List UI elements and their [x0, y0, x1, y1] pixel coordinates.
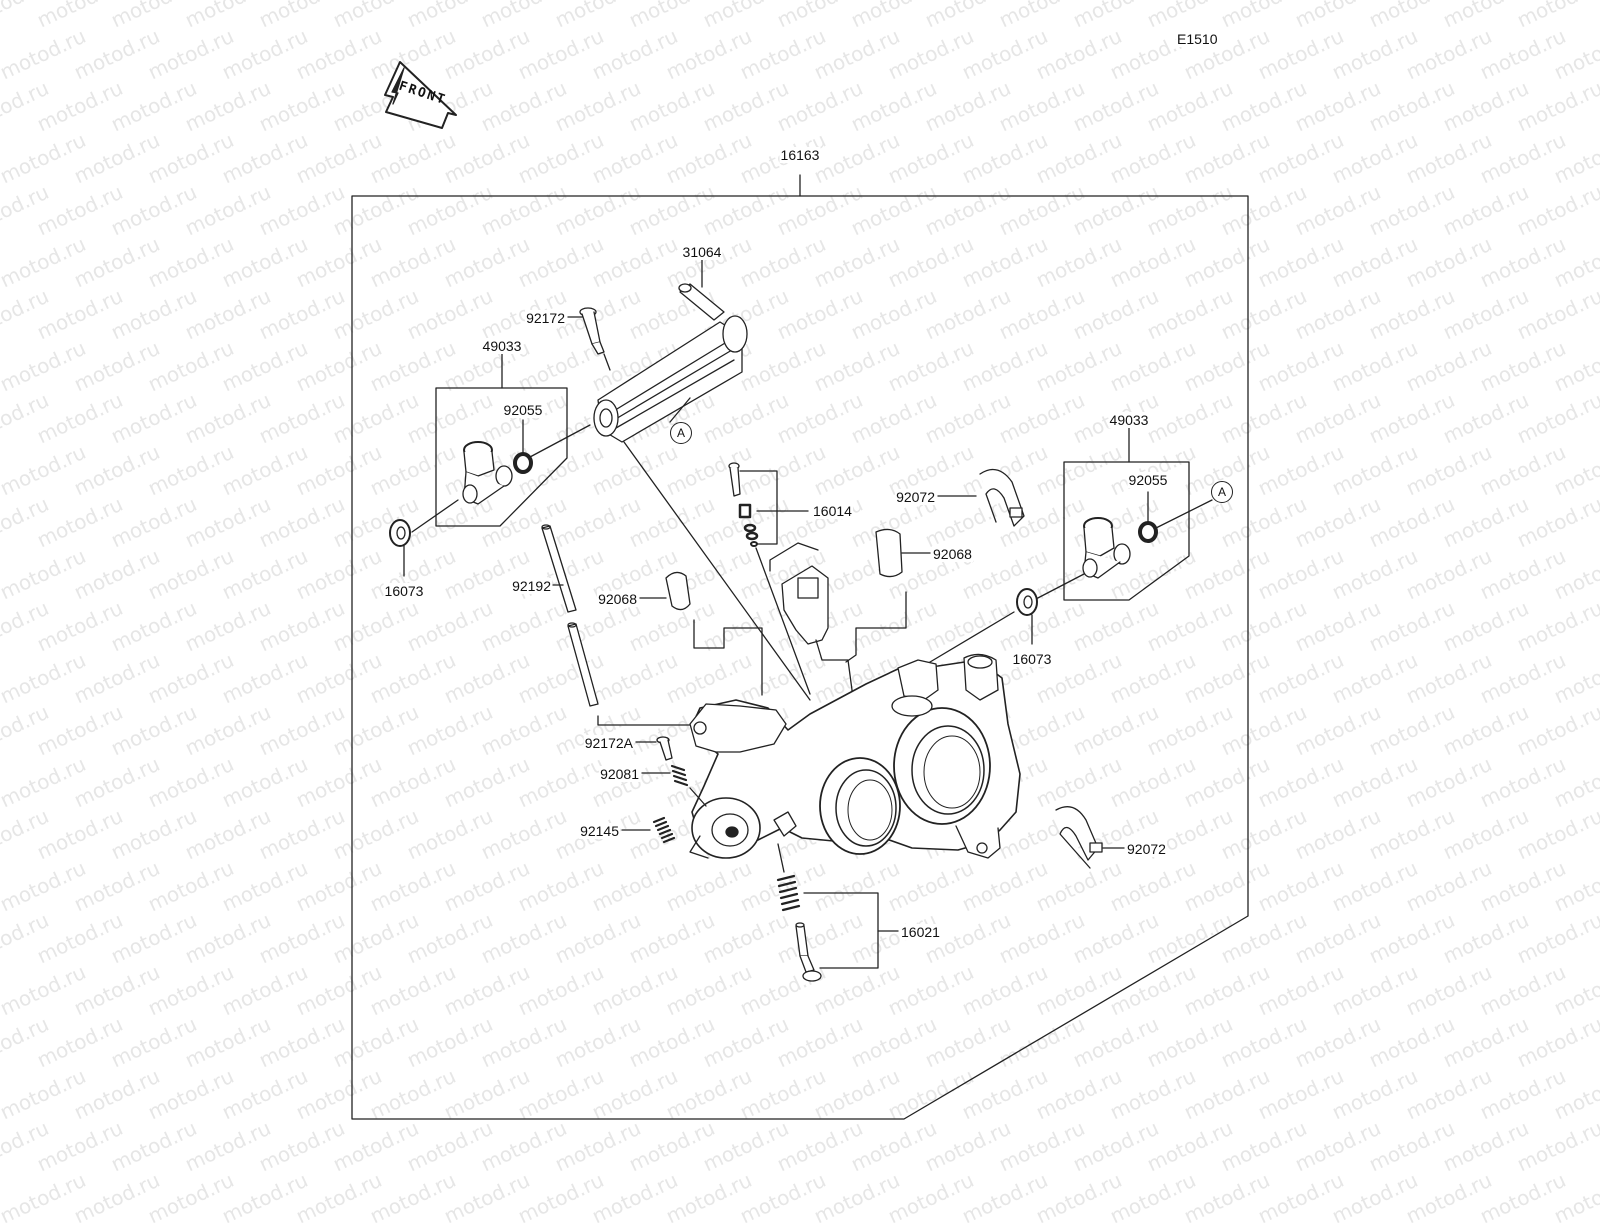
label-16073-left: 16073	[383, 583, 425, 599]
label-92068-right: 92068	[932, 546, 973, 562]
label-92072-top: 92072	[895, 489, 936, 505]
bracket-49033-left	[435, 387, 568, 527]
leader-a-right	[1155, 499, 1213, 529]
callout-a-right: A	[1211, 481, 1233, 503]
callout-a-top: A	[670, 422, 692, 444]
diagram-drawing	[351, 61, 1249, 1120]
guide-rail-body	[623, 441, 811, 701]
cap-92068-left-part	[665, 571, 691, 611]
label-92192: 92192	[511, 578, 552, 594]
guide-injector-right	[1033, 573, 1085, 601]
throttle-body-part	[689, 653, 1021, 859]
leader-a-top	[669, 397, 691, 423]
label-92172: 92172	[525, 310, 566, 326]
label-92055-right: 92055	[1127, 472, 1169, 488]
label-92055-left: 92055	[502, 402, 544, 418]
injector-right-part	[1082, 517, 1131, 579]
cap-92068-right-part	[875, 528, 903, 578]
clamp-92072-top-part	[979, 468, 1025, 527]
guide-injector-left	[529, 424, 591, 458]
label-92072-bottom: 92072	[1126, 841, 1167, 857]
guide-16021	[777, 843, 785, 873]
bracket-16014	[739, 470, 778, 545]
screw-16014-part	[728, 462, 759, 547]
guide-injector-left-low	[411, 499, 459, 533]
spring-screw-16021-part	[776, 874, 822, 982]
tube-92192-part	[541, 524, 599, 707]
bracket-16021	[803, 892, 879, 969]
guide-connector	[769, 542, 819, 572]
collar-16073-left-part	[389, 519, 411, 547]
label-16021: 16021	[900, 924, 941, 940]
spring-92081-part	[670, 764, 689, 787]
o-ring-92055-right	[1138, 521, 1158, 543]
guide-92172	[603, 353, 611, 371]
screw-92172a-part	[656, 736, 673, 761]
label-16014: 16014	[812, 503, 853, 519]
label-92068-left: 92068	[597, 591, 638, 607]
screw-92172-part	[579, 307, 605, 355]
bracket-49033-right	[1063, 461, 1190, 601]
o-ring-92055-left	[513, 452, 533, 474]
front-arrow-icon	[384, 61, 457, 129]
collar-16073-right-part	[1016, 588, 1038, 616]
label-31064: 31064	[681, 244, 723, 260]
guide-16073-right	[919, 611, 1015, 669]
guide-16014	[755, 547, 811, 695]
guide-92068-left	[693, 619, 763, 696]
label-49033-left: 49033	[481, 338, 523, 354]
fuel-rail-part	[593, 283, 748, 443]
label-92172a: 92172A	[583, 735, 634, 751]
assembly-frame	[351, 195, 1249, 1120]
label-16073-right: 16073	[1011, 651, 1053, 667]
label-49033-right: 49033	[1108, 412, 1150, 428]
spring-92145-part	[652, 816, 676, 844]
label-92145: 92145	[579, 823, 620, 839]
guide-92081	[689, 787, 707, 807]
injector-left-part	[462, 441, 513, 505]
clamp-92072-bottom-part	[1055, 806, 1103, 869]
label-92081: 92081	[599, 766, 640, 782]
diagram-code: E1510	[1176, 31, 1219, 47]
guide-92068-right	[845, 591, 907, 663]
label-16163: 16163	[779, 147, 821, 163]
